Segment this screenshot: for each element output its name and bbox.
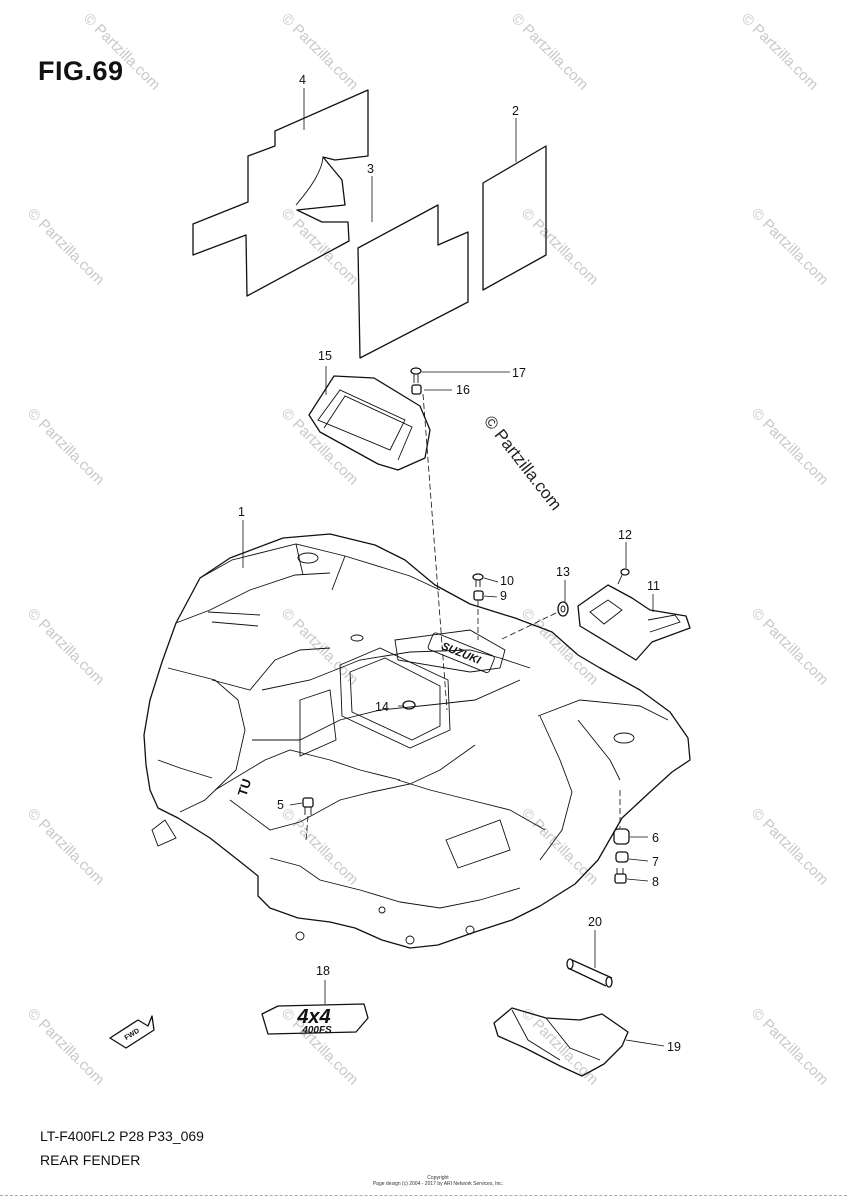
leader-line (305, 815, 309, 841)
callout-9[interactable]: 9 (500, 589, 507, 603)
figure-code: LT-F400FL2 P28 P33_069 (40, 1128, 204, 1144)
figure-name: REAR FENDER (40, 1152, 141, 1168)
part-13-grommet[interactable] (557, 601, 569, 617)
part-9-nut[interactable] (473, 590, 484, 601)
page-bottom-divider (0, 1195, 847, 1196)
callout-4[interactable]: 4 (299, 73, 306, 87)
part-2-pad[interactable] (482, 145, 547, 291)
decal-main-text: 4x4 (296, 1006, 330, 1028)
front-direction-marker: FWD (109, 1015, 155, 1049)
part-17-screw[interactable] (410, 367, 422, 383)
callout-15[interactable]: 15 (318, 349, 332, 363)
callout-20[interactable]: 20 (588, 915, 602, 929)
svg-text:SUZUKI: SUZUKI (440, 640, 483, 667)
part-4-seal-pad[interactable] (192, 89, 369, 297)
callout-8[interactable]: 8 (652, 875, 659, 889)
copyright-line-2: Page design (c) 2004 - 2017 by ARI Netwo… (372, 1181, 504, 1187)
part-20-pin[interactable] (566, 958, 613, 988)
fender-marking: TU (235, 777, 255, 798)
callout-14[interactable]: 14 (375, 700, 389, 714)
callout-3[interactable]: 3 (367, 162, 374, 176)
part-14-plug[interactable] (402, 700, 416, 710)
part-7-collar[interactable] (615, 851, 629, 863)
part-5-bolt[interactable] (302, 797, 314, 815)
decal-sub-text: 400FS (301, 1025, 332, 1036)
part-12-screw[interactable] (617, 568, 630, 585)
callout-13[interactable]: 13 (556, 565, 570, 579)
callout-10[interactable]: 10 (500, 574, 514, 588)
part-3-pad[interactable] (357, 204, 469, 359)
part-8-bolt[interactable] (614, 868, 627, 884)
copyright-notice: Copyright Page design (c) 2004 - 2017 by… (368, 1175, 508, 1187)
part-6-cushion[interactable] (613, 828, 630, 845)
part-11-bracket[interactable] (577, 584, 691, 661)
copyright-line-1: Copyright (427, 1175, 449, 1181)
part-19-cover[interactable] (493, 1007, 629, 1077)
callout-1[interactable]: 1 (238, 505, 245, 519)
callout-12[interactable]: 12 (618, 528, 632, 542)
part-1-rear-fender[interactable] (143, 533, 691, 949)
callout-leaders (242, 88, 665, 1047)
part-10-screw[interactable] (472, 573, 484, 587)
figure-title: FIG.69 (38, 56, 124, 86)
callout-6[interactable]: 6 (652, 831, 659, 845)
callout-17[interactable]: 17 (512, 366, 526, 380)
callout-11[interactable]: 11 (647, 579, 660, 593)
callout-18[interactable]: 18 (316, 964, 330, 978)
part-18-decal[interactable]: 4x4 400FS (261, 1003, 369, 1036)
callout-2[interactable]: 2 (512, 104, 519, 118)
leader-line (422, 393, 448, 711)
callout-7[interactable]: 7 (652, 855, 659, 869)
part-16-nut[interactable] (411, 384, 422, 395)
callout-19[interactable]: 19 (667, 1040, 681, 1054)
part-15-tray[interactable] (308, 375, 431, 471)
callout-5[interactable]: 5 (277, 798, 284, 812)
callout-16[interactable]: 16 (456, 383, 470, 397)
leader-line (499, 612, 557, 641)
